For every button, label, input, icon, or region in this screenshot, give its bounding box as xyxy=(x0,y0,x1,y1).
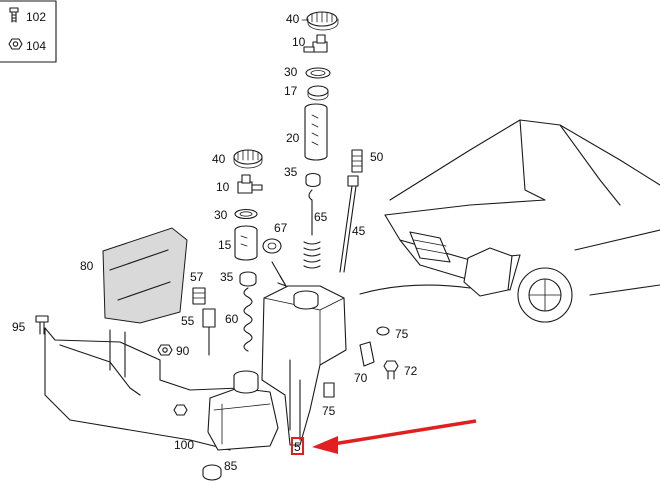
callout-10-lower: 10 xyxy=(216,180,230,194)
callout-95: 95 xyxy=(12,320,26,334)
mounting-frame xyxy=(44,327,241,451)
callout-67: 67 xyxy=(274,221,288,235)
cap-40-lower xyxy=(233,149,263,169)
pump-55 xyxy=(202,308,216,356)
callout-5: 5 xyxy=(294,440,301,454)
grommet-67 xyxy=(262,238,282,254)
upper-filter-20 xyxy=(304,103,328,161)
car-reservoir-detail xyxy=(463,247,513,297)
upper-ring-17 xyxy=(307,85,329,101)
washer-reservoir xyxy=(261,285,347,446)
callout-90: 90 xyxy=(176,344,190,358)
callout-72: 72 xyxy=(404,364,418,378)
nut-100 xyxy=(173,404,188,416)
seal-30-lower xyxy=(234,208,258,220)
clip-75-upper xyxy=(376,326,390,336)
callout-30-upper: 30 xyxy=(284,65,298,79)
callout-70: 70 xyxy=(354,371,368,385)
grommet-35-upper xyxy=(305,172,321,188)
nut-90 xyxy=(157,344,173,356)
callout-40-lower: 40 xyxy=(212,152,226,166)
callout-35-upper: 35 xyxy=(284,165,298,179)
callout-100: 100 xyxy=(174,438,194,452)
filter-15 xyxy=(234,225,258,261)
callout-75-upper: 75 xyxy=(395,327,409,341)
callout-75-lower: 75 xyxy=(322,404,336,418)
hose-60 xyxy=(243,287,253,352)
nut-icon xyxy=(8,38,23,50)
car-front xyxy=(384,119,660,323)
legend-box: 102 104 xyxy=(0,0,57,63)
legend-label-104: 104 xyxy=(26,39,46,53)
callout-10-upper: 10 xyxy=(292,35,306,49)
grommet-57 xyxy=(192,287,206,305)
callout-50: 50 xyxy=(370,150,384,164)
callout-35-lower: 35 xyxy=(220,270,234,284)
bolt-72 xyxy=(383,360,399,380)
pump-reservoir xyxy=(207,370,279,451)
bolt-icon xyxy=(9,7,19,23)
upper-cap-40 xyxy=(306,11,339,31)
highlight-box xyxy=(291,437,304,455)
callout-15: 15 xyxy=(218,238,232,252)
callout-65: 65 xyxy=(314,210,328,224)
grommet-85 xyxy=(202,464,222,481)
red-arrow xyxy=(312,419,477,454)
clip-75-lower xyxy=(323,382,335,398)
hose-inlet xyxy=(271,261,287,287)
legend-label-102: 102 xyxy=(26,10,46,24)
bracket-70 xyxy=(359,341,375,367)
callout-80: 80 xyxy=(80,259,94,273)
upper-elbow-10 xyxy=(303,34,328,53)
callout-17: 17 xyxy=(284,84,298,98)
upper-seal-30 xyxy=(305,67,331,79)
pointer-curve xyxy=(359,284,471,295)
bolt-95 xyxy=(35,315,49,335)
callout-60: 60 xyxy=(225,312,239,326)
elbow-10-lower xyxy=(237,174,263,194)
hose-65 xyxy=(303,189,321,269)
callout-57: 57 xyxy=(190,270,204,284)
callout-55: 55 xyxy=(181,314,195,328)
callout-85: 85 xyxy=(224,459,238,473)
bracket-80 xyxy=(102,227,188,324)
callout-45: 45 xyxy=(352,224,366,238)
callout-40-upper: 40 xyxy=(286,12,300,26)
callout-30-lower: 30 xyxy=(214,208,228,222)
sensor-50 xyxy=(351,149,363,173)
grommet-35-lower xyxy=(239,271,257,287)
dipstick-45 xyxy=(339,175,359,273)
callout-20: 20 xyxy=(286,131,300,145)
